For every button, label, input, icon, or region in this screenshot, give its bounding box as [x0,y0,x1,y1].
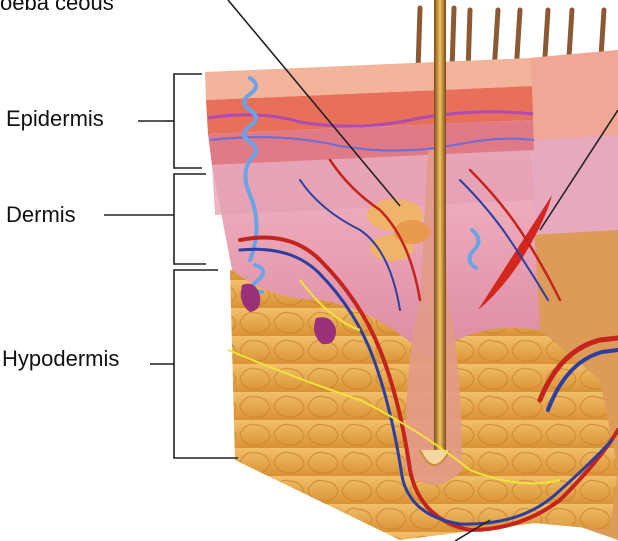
epidermis-layer [205,58,535,165]
dermis-label: Dermis [6,202,76,227]
arrector-pili-muscle [478,195,552,310]
blood-vessels [238,158,618,533]
hypodermis-label: Hypodermis [2,346,120,371]
pointer-lines [227,0,618,541]
layer-brackets [104,73,238,459]
hair-follicle [405,0,462,485]
epidermis-label: Epidermis [6,106,104,131]
nerves [227,279,561,485]
corpuscles [241,283,336,345]
sebaceous-label-fragment: oeba ceous [0,0,114,15]
